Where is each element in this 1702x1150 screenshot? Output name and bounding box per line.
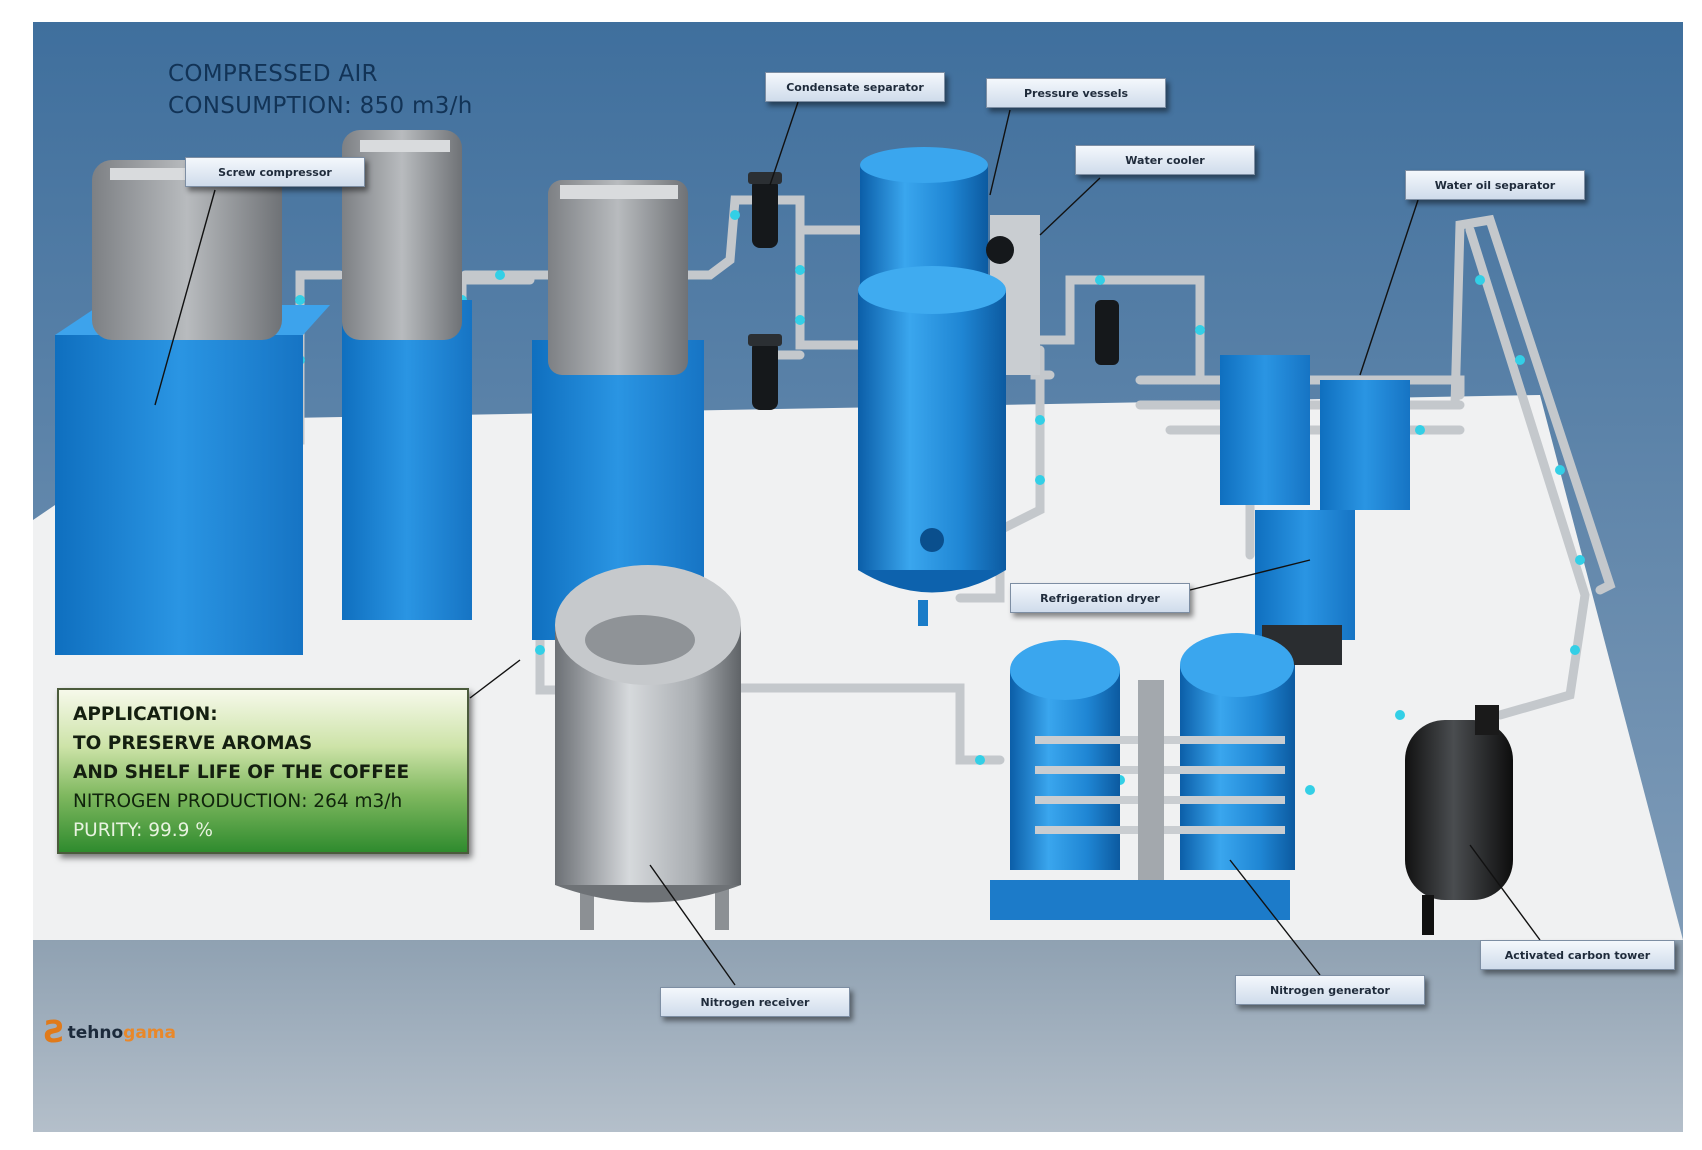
air-consumption-line-1: COMPRESSED AIR xyxy=(168,61,378,87)
application-heading: APPLICATION: xyxy=(73,704,218,725)
application-info-box: APPLICATION: TO PRESERVE AROMAS AND SHEL… xyxy=(57,688,469,854)
water-oil-separator-unit xyxy=(1095,300,1410,510)
logo-swirl-icon: Ƨ xyxy=(44,1015,66,1050)
label-water-oil-separator: Water oil separator xyxy=(1405,170,1585,200)
pipe-network xyxy=(145,195,1616,765)
nitrogen-receiver-unit xyxy=(555,565,741,930)
application-line-2: TO PRESERVE AROMAS xyxy=(73,733,313,754)
application-line-3: AND SHELF LIFE OF THE COFFEE xyxy=(73,762,410,783)
condensate-separator-filters xyxy=(748,172,782,410)
air-consumption-text: COMPRESSED AIR CONSUMPTION: 850 m3/h xyxy=(168,58,528,122)
screw-compressor-1 xyxy=(55,160,330,655)
label-refrigeration-dryer: Refrigeration dryer xyxy=(1010,583,1190,613)
floor-front xyxy=(33,940,1683,1132)
logo-text-part-1: tehno xyxy=(67,1023,124,1043)
label-nitrogen-receiver: Nitrogen receiver xyxy=(660,987,850,1017)
label-water-cooler: Water cooler xyxy=(1075,145,1255,175)
leader-lines xyxy=(154,101,1541,986)
logo-text-part-2: gama xyxy=(123,1023,176,1043)
activated-carbon-tower-unit xyxy=(1405,705,1513,935)
nitrogen-production-text: NITROGEN PRODUCTION: 264 m3/h xyxy=(73,791,403,812)
tehnogama-logo: Ƨ tehno gama xyxy=(44,1018,176,1048)
label-nitrogen-generator: Nitrogen generator xyxy=(1235,975,1425,1005)
nitrogen-generator-unit xyxy=(990,633,1295,920)
label-condensate-separator: Condensate separator xyxy=(765,72,945,102)
refrigeration-dryer-unit xyxy=(1255,510,1355,665)
purity-text: PURITY: 99.9 % xyxy=(73,820,213,841)
label-screw-compressor: Screw compressor xyxy=(185,157,365,187)
screw-compressor-2 xyxy=(342,130,472,620)
pressure-vessel-front xyxy=(858,266,1006,626)
label-pressure-vessels: Pressure vessels xyxy=(986,78,1166,108)
air-consumption-line-2: CONSUMPTION: 850 m3/h xyxy=(168,93,473,119)
label-activated-carbon-tower: Activated carbon tower xyxy=(1480,940,1675,970)
